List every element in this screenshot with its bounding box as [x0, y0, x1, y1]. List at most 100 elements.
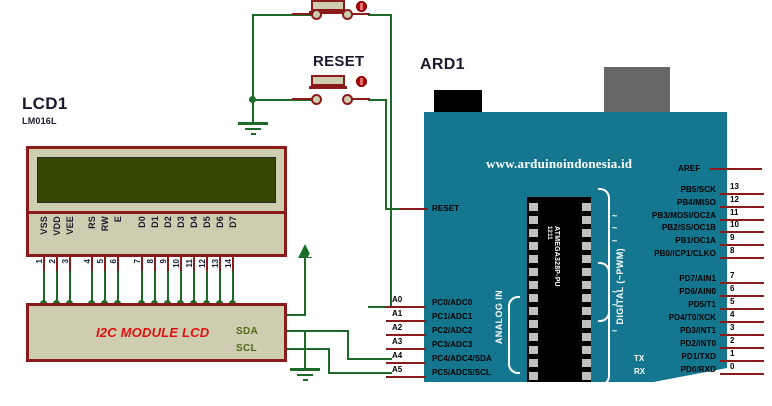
digital-pin-number-3: 3: [730, 323, 735, 332]
digital-brace-lower: [598, 262, 610, 386]
digital-pin-wire-10: [720, 231, 764, 233]
lcd-pin-number-8: 8: [146, 259, 155, 264]
lcd-pin-stub-8: [154, 257, 156, 271]
aref-pin-wire: [710, 168, 762, 170]
i2c-module-label: I2C MODULE LCD: [96, 325, 210, 340]
pwm-tilde-icon: ~: [612, 223, 618, 233]
digital-pin-number-7: 7: [730, 271, 735, 280]
lcd-pin-wire-8: [154, 271, 156, 305]
analog-pin-wire-a3: [386, 348, 426, 350]
lcd-pin-name-rw: RW: [100, 216, 110, 232]
analog-pin-name-a1: PC1/ADC1: [432, 312, 473, 321]
lcd-pin-name-vdd: VDD: [52, 216, 62, 236]
lcd-pin-number-9: 9: [159, 259, 168, 264]
digital-pin-name-7: PD7/AIN1: [679, 274, 716, 283]
wire-a0-feed: [368, 306, 392, 308]
wire-swtop-right: [368, 14, 392, 16]
wire-gnd2-h: [269, 330, 305, 332]
wire-swtop-down: [252, 14, 254, 100]
digital-pin-wire-9: [720, 244, 764, 246]
pwm-tilde-icon: ~: [612, 236, 618, 246]
switch-top-cap: [311, 0, 345, 11]
pwm-tilde-icon: ~: [612, 287, 618, 297]
mcu-pad: [529, 294, 538, 302]
lcd-pin-number-13: 13: [211, 259, 220, 268]
digital-pin-name-0: PD0/RXD: [680, 365, 716, 374]
analog-pin-wire-a1: [386, 320, 426, 322]
lcd-pin-name-d4: D4: [189, 216, 199, 228]
board-reset-label: RESET: [432, 204, 460, 213]
wire-reset-down: [385, 99, 387, 209]
wire-gnd-stem: [252, 99, 254, 125]
lcd-pin-name-d5: D5: [202, 216, 212, 228]
digital-pin-name-1: PD1/TXD: [681, 352, 716, 361]
switch-top-indicator: [356, 1, 367, 12]
lcd-pin-name-vss: VSS: [39, 216, 49, 235]
switch-reset-bar: [309, 86, 347, 89]
digital-pin-wire-11: [720, 219, 764, 221]
lcd-pin-wire-9: [167, 271, 169, 305]
wire-swtop-to-a0: [390, 14, 392, 307]
lcd-pin-number-12: 12: [198, 259, 207, 268]
analog-pin-ext-label-a0: A0: [392, 295, 403, 304]
pwm-tilde-icon: ~: [612, 211, 618, 221]
mcu-pad: [529, 372, 538, 380]
i2c-right-rail: [284, 306, 287, 360]
wire-scl-out: [287, 348, 330, 350]
lcd-pin-wire-6: [117, 271, 119, 305]
pwm-tilde-icon: ~: [612, 326, 618, 336]
wire-gnd-to-reset-sw: [252, 99, 314, 101]
lcd-pin-name-d7: D7: [228, 216, 238, 228]
digital-pin-wire-6: [720, 295, 764, 297]
wire-reset-right: [368, 99, 387, 101]
mcu-part-label: ATMEGA328P-PU: [553, 226, 560, 287]
digital-pin-number-1: 1: [730, 349, 735, 358]
mcu-pad: [529, 203, 538, 211]
lcd-pin-name-d2: D2: [163, 216, 173, 228]
serial-label-tx: TX: [634, 354, 645, 363]
board-reset-wire: [400, 208, 428, 210]
digital-pin-wire-12: [720, 206, 764, 208]
digital-pin-number-8: 8: [730, 246, 735, 255]
digital-pin-wire-8: [720, 257, 764, 259]
lcd-pin-stub-10: [180, 257, 182, 271]
digital-pin-name-9: PB1/OC1A: [675, 236, 716, 245]
ground-symbol-lower: [290, 368, 320, 381]
lcd-pin-stub-11: [193, 257, 195, 271]
mcu-pad: [582, 255, 591, 263]
mcu-pad: [529, 229, 538, 237]
lcd-pin-name-vee: VEE: [65, 216, 75, 235]
digital-pin-name-4: PD4/T0/XCK: [668, 313, 716, 322]
lcd-pin-stub-5: [104, 257, 106, 271]
lcd-part-label: LM016L: [22, 116, 57, 126]
lcd-pin-wire-11: [193, 271, 195, 305]
lcd-pin-name-d1: D1: [150, 216, 160, 228]
lcd-pin-number-2: 2: [48, 259, 57, 264]
wire-sda-drop: [347, 330, 349, 360]
mcu-pad: [582, 307, 591, 315]
mcu-pad: [529, 268, 538, 276]
digital-pin-name-6: PD6/AIN0: [679, 287, 716, 296]
switch-top-bar: [309, 11, 347, 14]
switch-top-wire-left: [292, 13, 314, 15]
mcu-pad: [582, 281, 591, 289]
lcd-pin-number-6: 6: [109, 259, 118, 264]
lcd-pin-wire-5: [104, 271, 106, 305]
lcd-pin-name-d6: D6: [215, 216, 225, 228]
mcu-pad: [582, 372, 591, 380]
digital-pin-name-12: PB4/MISO: [676, 198, 716, 207]
lcd-screen: [37, 157, 276, 203]
mcu-pad: [529, 216, 538, 224]
lcd-pin-number-3: 3: [61, 259, 70, 264]
analog-pin-name-a0: PC0/ADC0: [432, 298, 473, 307]
mcu-code-label: 1211: [546, 226, 552, 240]
lcd-pin-number-4: 4: [83, 259, 92, 264]
digital-pin-name-8: PB0/ICP1/CLKO: [654, 249, 716, 258]
lcd-pin-wire-2: [56, 271, 58, 305]
lcd-pin-name-d3: D3: [176, 216, 186, 228]
analog-group-label: ANALOG IN: [494, 290, 504, 345]
analog-pin-wire-a2: [386, 334, 426, 336]
wire-sda-out: [287, 330, 349, 332]
digital-pin-name-5: PD5/T1: [688, 300, 716, 309]
